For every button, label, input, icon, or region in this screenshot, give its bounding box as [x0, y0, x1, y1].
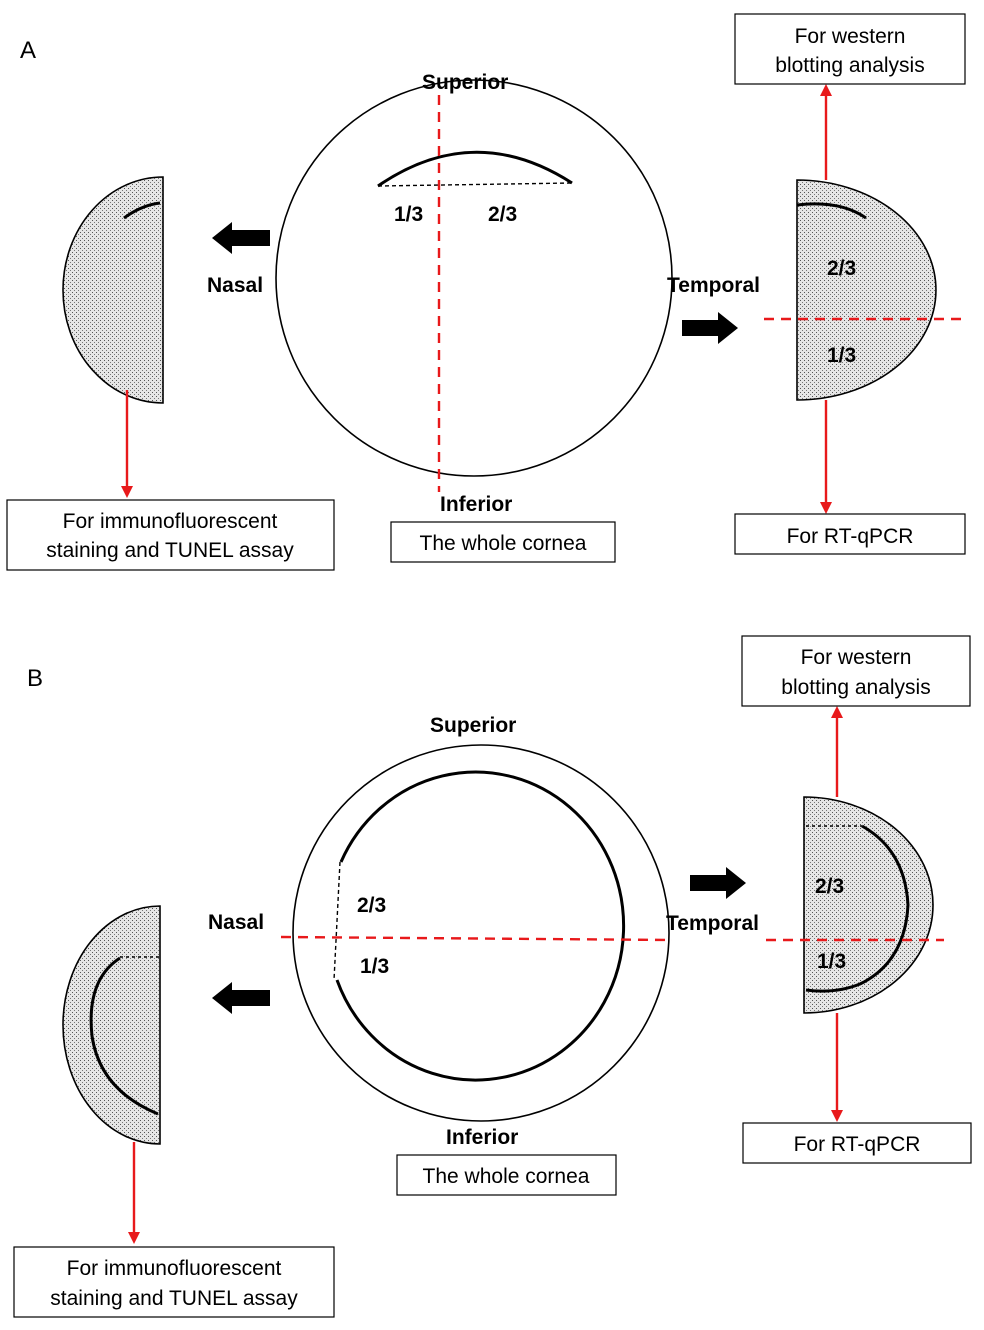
panel-b-rtqpcr-label: For RT-qPCR	[794, 1133, 921, 1156]
panel-b-rtqpcr-box	[742, 1122, 972, 1164]
panel-a-fraction-left: 1/3	[394, 203, 423, 226]
panel-b-inferior-label: Inferior	[446, 1126, 518, 1149]
panel-b-whole-cornea-label: The whole cornea	[423, 1165, 590, 1188]
panel-b-western-line1: For western	[801, 646, 912, 669]
panel-b-temporal-incision-arc	[805, 824, 910, 993]
panel-a-whole-cornea-label: The whole cornea	[420, 532, 587, 555]
panel-a-nasal-half-cornea	[62, 176, 164, 404]
panel-a: A Superior Inferior 1/3 2/3 The whole co…	[6, 13, 966, 571]
panel-b-temporal-label: Temporal	[666, 912, 759, 935]
panel-a-temporal-incision-arc	[796, 202, 867, 220]
panel-a-nasal-incision-arc	[123, 201, 161, 220]
panel-b-immuno-line2: staining and TUNEL assay	[50, 1287, 298, 1310]
panel-b-fraction-lower: 1/3	[360, 955, 389, 978]
panel-b-temporal-arrow	[690, 867, 746, 899]
panel-b-immuno-box	[13, 1246, 335, 1318]
panel-a-temporal-label: Temporal	[667, 274, 760, 297]
panel-a-fraction-right: 2/3	[488, 203, 517, 226]
panel-a-temporal-bottom-fraction: 1/3	[827, 344, 856, 367]
panel-a-western-line2: blotting analysis	[775, 54, 924, 77]
panel-b-nasal-incision-arc	[89, 956, 159, 1116]
panel-b-western-line2: blotting analysis	[781, 676, 930, 699]
panel-a-immuno-box	[6, 499, 335, 571]
panel-a-temporal-half-cornea	[796, 179, 937, 401]
panel-a-inferior-label: Inferior	[440, 493, 512, 516]
panel-b-western-box	[741, 635, 971, 707]
panel-a-nasal-arrow	[212, 222, 270, 254]
panel-a-immuno-line1: For immunofluorescent	[63, 510, 278, 533]
panel-a-superior-label: Superior	[422, 71, 508, 94]
panel-b-nasal-arrow	[212, 982, 270, 1014]
panel-b-superior-label: Superior	[430, 714, 516, 737]
panel-a-temporal-arrow	[682, 312, 738, 344]
panel-b: B Superior Inferior 2/3 1/3 The whole co…	[13, 635, 972, 1318]
panel-b-ring-incision	[335, 770, 626, 1082]
panel-a-immuno-line2: staining and TUNEL assay	[46, 539, 294, 562]
panel-a-rtqpcr-label: For RT-qPCR	[787, 525, 914, 548]
panel-b-immuno-line1: For immunofluorescent	[67, 1257, 282, 1280]
panel-a-cornea-circle	[275, 79, 673, 477]
panel-a-incision-chord	[377, 182, 573, 187]
panel-b-fraction-upper: 2/3	[357, 894, 386, 917]
panel-a-temporal-top-fraction: 2/3	[827, 257, 856, 280]
panel-a-letter: A	[20, 37, 36, 64]
panel-b-letter: B	[27, 665, 43, 692]
panel-a-rtqpcr-box	[734, 513, 966, 555]
panel-b-temporal-bottom-fraction: 1/3	[817, 950, 846, 973]
panel-b-nasal-half-cornea	[62, 905, 161, 1145]
panel-b-cut-line	[280, 935, 673, 942]
panel-b-ring-gap-chord	[333, 861, 341, 981]
panel-b-temporal-top-fraction: 2/3	[815, 875, 844, 898]
panel-b-cornea-circle	[292, 744, 670, 1122]
panel-b-nasal-label: Nasal	[208, 911, 264, 934]
panel-a-whole-cornea-box	[390, 521, 616, 563]
panel-a-western-line1: For western	[795, 25, 906, 48]
panel-b-temporal-half-cornea	[803, 796, 934, 1014]
panel-a-incision-arc	[377, 150, 573, 188]
panel-a-western-box	[734, 13, 966, 85]
panel-b-whole-cornea-box	[396, 1154, 617, 1196]
panel-a-nasal-label: Nasal	[207, 274, 263, 297]
